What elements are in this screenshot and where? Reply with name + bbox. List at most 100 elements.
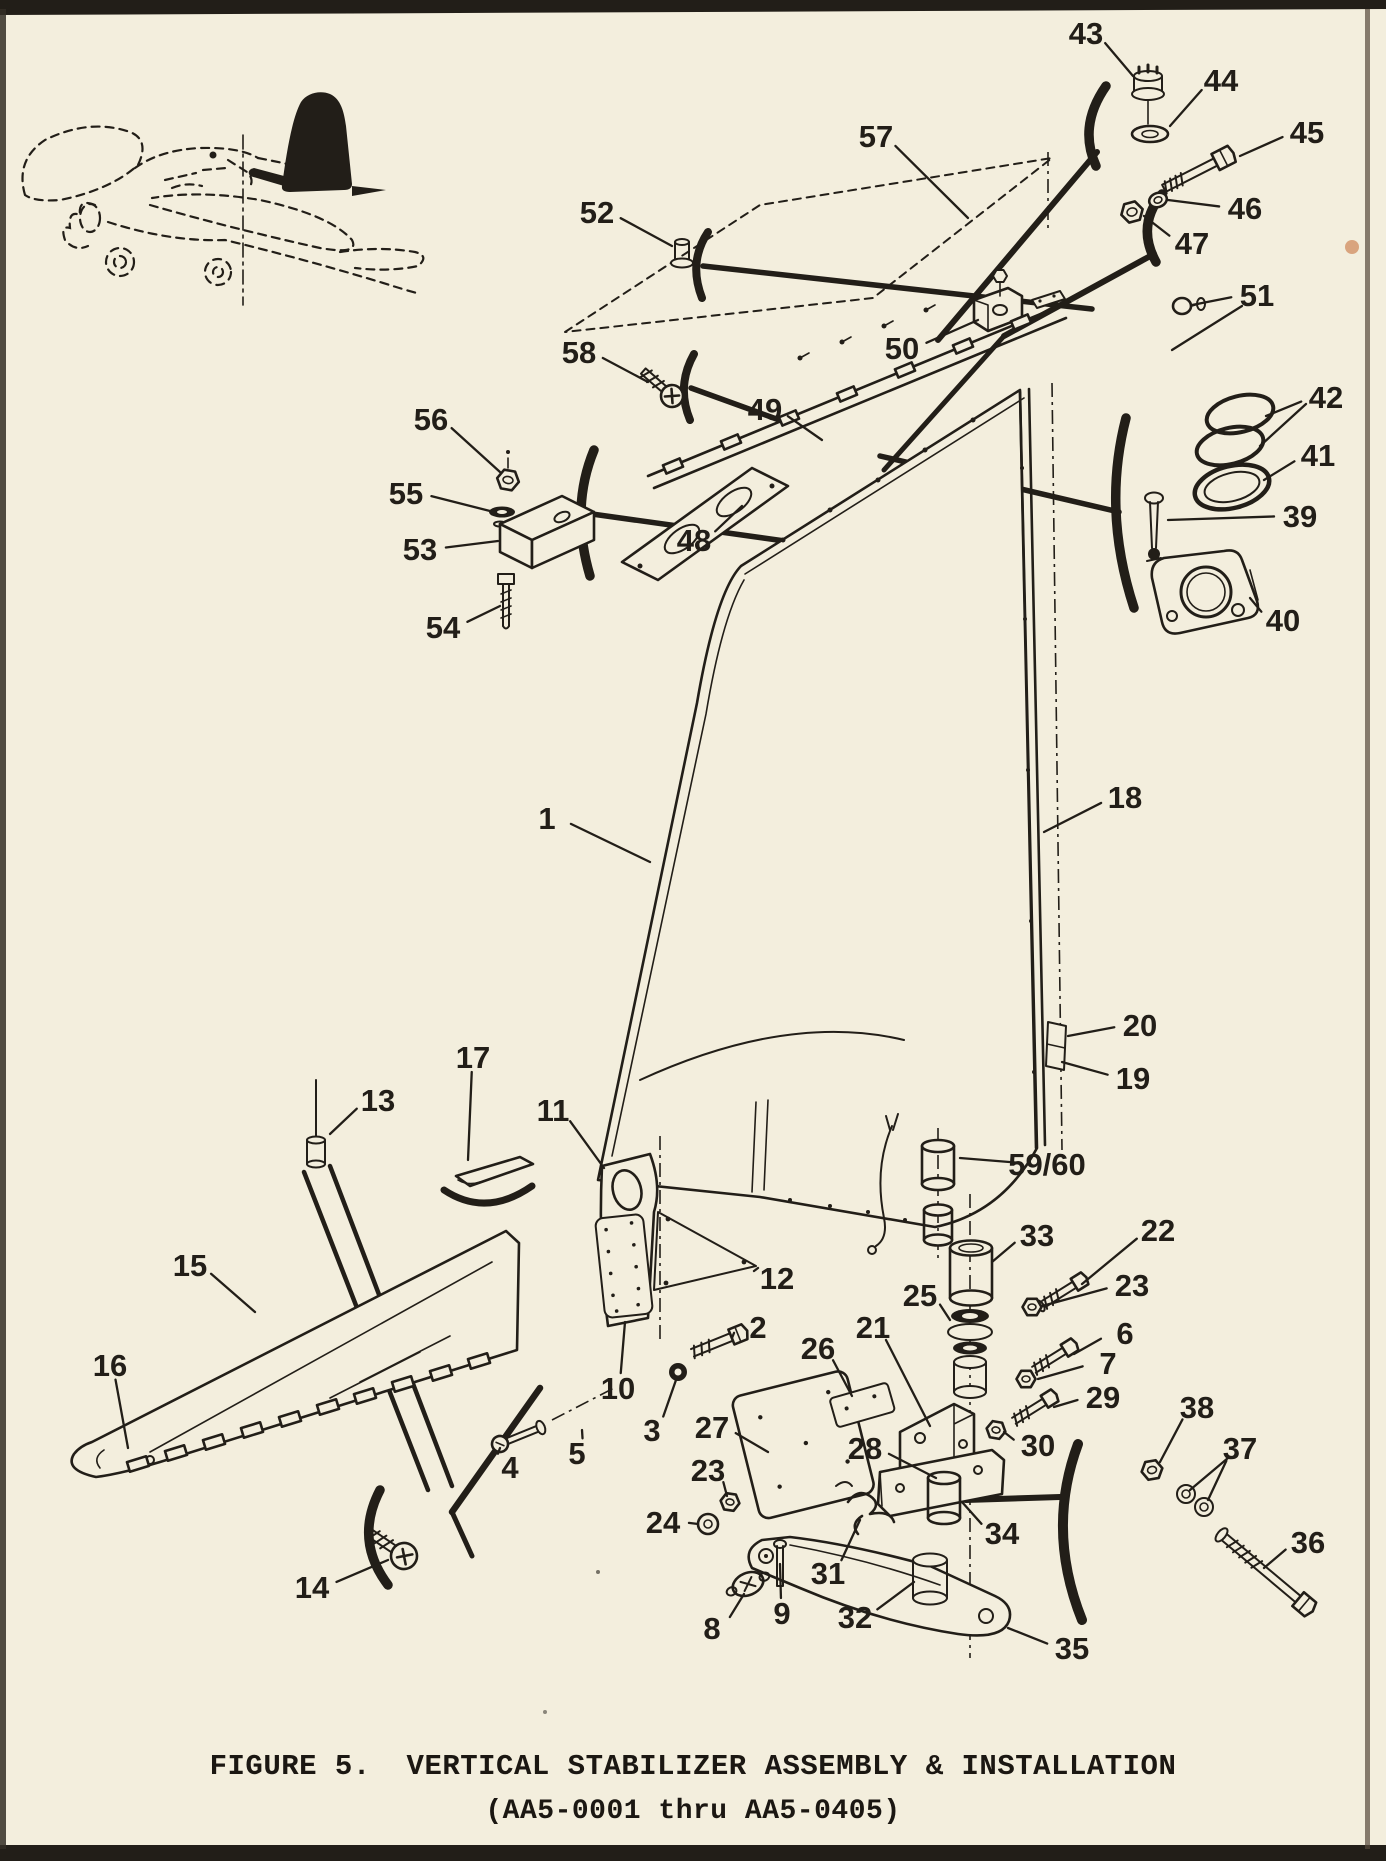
- leader-35: [1006, 1626, 1049, 1645]
- leader-30: [1002, 1430, 1015, 1441]
- callout-4: 4: [501, 1450, 519, 1485]
- callout-6: 6: [1116, 1316, 1133, 1351]
- leader-5: [580, 1428, 584, 1440]
- leader-6: [1072, 1337, 1103, 1356]
- callout-36: 36: [1291, 1525, 1325, 1560]
- leader-7: [1036, 1365, 1084, 1381]
- screw-6: [1031, 1337, 1080, 1376]
- leader-9: [778, 1562, 783, 1600]
- callout-21: 21: [856, 1310, 890, 1345]
- ring-41: [1192, 462, 1272, 512]
- rivet-52: [670, 238, 694, 269]
- leader-32: [876, 1580, 916, 1611]
- leader-25: [938, 1303, 952, 1322]
- leader-54: [466, 604, 502, 623]
- tip-bearing-parts: [1144, 392, 1308, 635]
- callout-39: 39: [1283, 499, 1317, 534]
- leader-8: [728, 1592, 746, 1619]
- callout-55: 55: [389, 476, 423, 511]
- leader-13: [328, 1107, 358, 1136]
- leader-1: [569, 822, 652, 864]
- leader-46: [1166, 198, 1221, 208]
- ring-42a: [1204, 392, 1276, 436]
- spar-lower-tab: [1045, 1021, 1067, 1071]
- callout-44: 44: [1204, 63, 1239, 98]
- rudder-hinge-strip: [646, 304, 1068, 490]
- top-rib-plate: [620, 466, 790, 582]
- callout-42: 42: [1309, 380, 1343, 415]
- leader-31: [840, 1518, 862, 1562]
- leader-36: [1262, 1548, 1287, 1570]
- leader-55: [430, 494, 492, 513]
- leader-20: [1066, 1026, 1116, 1038]
- leader-22: [1080, 1237, 1138, 1286]
- callout-26: 26: [801, 1331, 835, 1366]
- nut-38: [1140, 1458, 1164, 1482]
- upper-attach-hardware: [1120, 63, 1244, 352]
- callout-57: 57: [859, 119, 893, 154]
- callout-32: 32: [838, 1600, 872, 1635]
- leader-17: [466, 1070, 473, 1162]
- leader-10: [619, 1320, 627, 1375]
- leader-57: [894, 144, 970, 220]
- anchor-nut-8: [725, 1570, 771, 1598]
- washer-stack-25: [947, 1309, 993, 1399]
- callout-51: 51: [1240, 278, 1274, 313]
- callout-45: 45: [1290, 115, 1324, 150]
- bushing-34: [926, 1470, 962, 1526]
- screw-58: [639, 367, 685, 409]
- hinge-plate-40: [1150, 549, 1260, 635]
- callout-10: 10: [601, 1371, 635, 1406]
- stop-block-hardware: [489, 450, 596, 630]
- callout-59-60: 59/60: [1008, 1147, 1086, 1182]
- callout-33: 33: [1020, 1218, 1054, 1253]
- callout-17: 17: [456, 1040, 490, 1075]
- callout-38: 38: [1180, 1390, 1214, 1425]
- washer-3: [669, 1363, 687, 1381]
- callout-11: 11: [537, 1093, 570, 1128]
- paper-stain: [1345, 240, 1359, 254]
- nut-23b: [719, 1491, 741, 1513]
- callout-29: 29: [1086, 1380, 1120, 1415]
- callout-56: 56: [414, 402, 448, 437]
- leader-49: [786, 415, 824, 442]
- screw-29: [1011, 1388, 1060, 1427]
- callout-48: 48: [677, 523, 711, 558]
- leader-53: [444, 539, 500, 549]
- callout-43: 43: [1069, 16, 1103, 51]
- leader-44: [1168, 88, 1203, 128]
- lower-rib-group: [594, 1136, 757, 1342]
- leader-47: [1142, 214, 1171, 237]
- leader-26: [831, 1359, 854, 1398]
- callout-40: 40: [1266, 603, 1300, 638]
- doubler-plate-10: [594, 1213, 654, 1319]
- leader-48: [714, 504, 744, 533]
- leader-50: [925, 318, 980, 344]
- callout-52: 52: [580, 195, 614, 230]
- callout-15: 15: [173, 1248, 207, 1283]
- bolt-36: [1214, 1527, 1318, 1618]
- callout-14: 14: [295, 1570, 330, 1605]
- callout-28: 28: [848, 1431, 882, 1466]
- callout-34: 34: [985, 1516, 1020, 1551]
- hinge-tab-17: [454, 1155, 535, 1188]
- callout-30: 30: [1021, 1428, 1055, 1463]
- bracket-triangle-12: [653, 1211, 757, 1291]
- leader-33: [990, 1241, 1016, 1264]
- callout-31: 31: [811, 1556, 845, 1591]
- callout-41: 41: [1301, 438, 1335, 473]
- castle-nut-43: [1131, 63, 1165, 125]
- callout-7: 7: [1099, 1346, 1116, 1381]
- leader-21: [884, 1338, 932, 1428]
- callout-24: 24: [646, 1505, 681, 1540]
- leader-27: [734, 1431, 770, 1454]
- tip-fairing-dashed-outline: [564, 152, 1053, 333]
- callout-54: 54: [426, 610, 461, 645]
- callout-16: 16: [93, 1348, 127, 1383]
- callout-18: 18: [1108, 780, 1142, 815]
- leader-28: [887, 1452, 938, 1480]
- leader-18: [1042, 801, 1103, 834]
- callout-3: 3: [643, 1413, 660, 1448]
